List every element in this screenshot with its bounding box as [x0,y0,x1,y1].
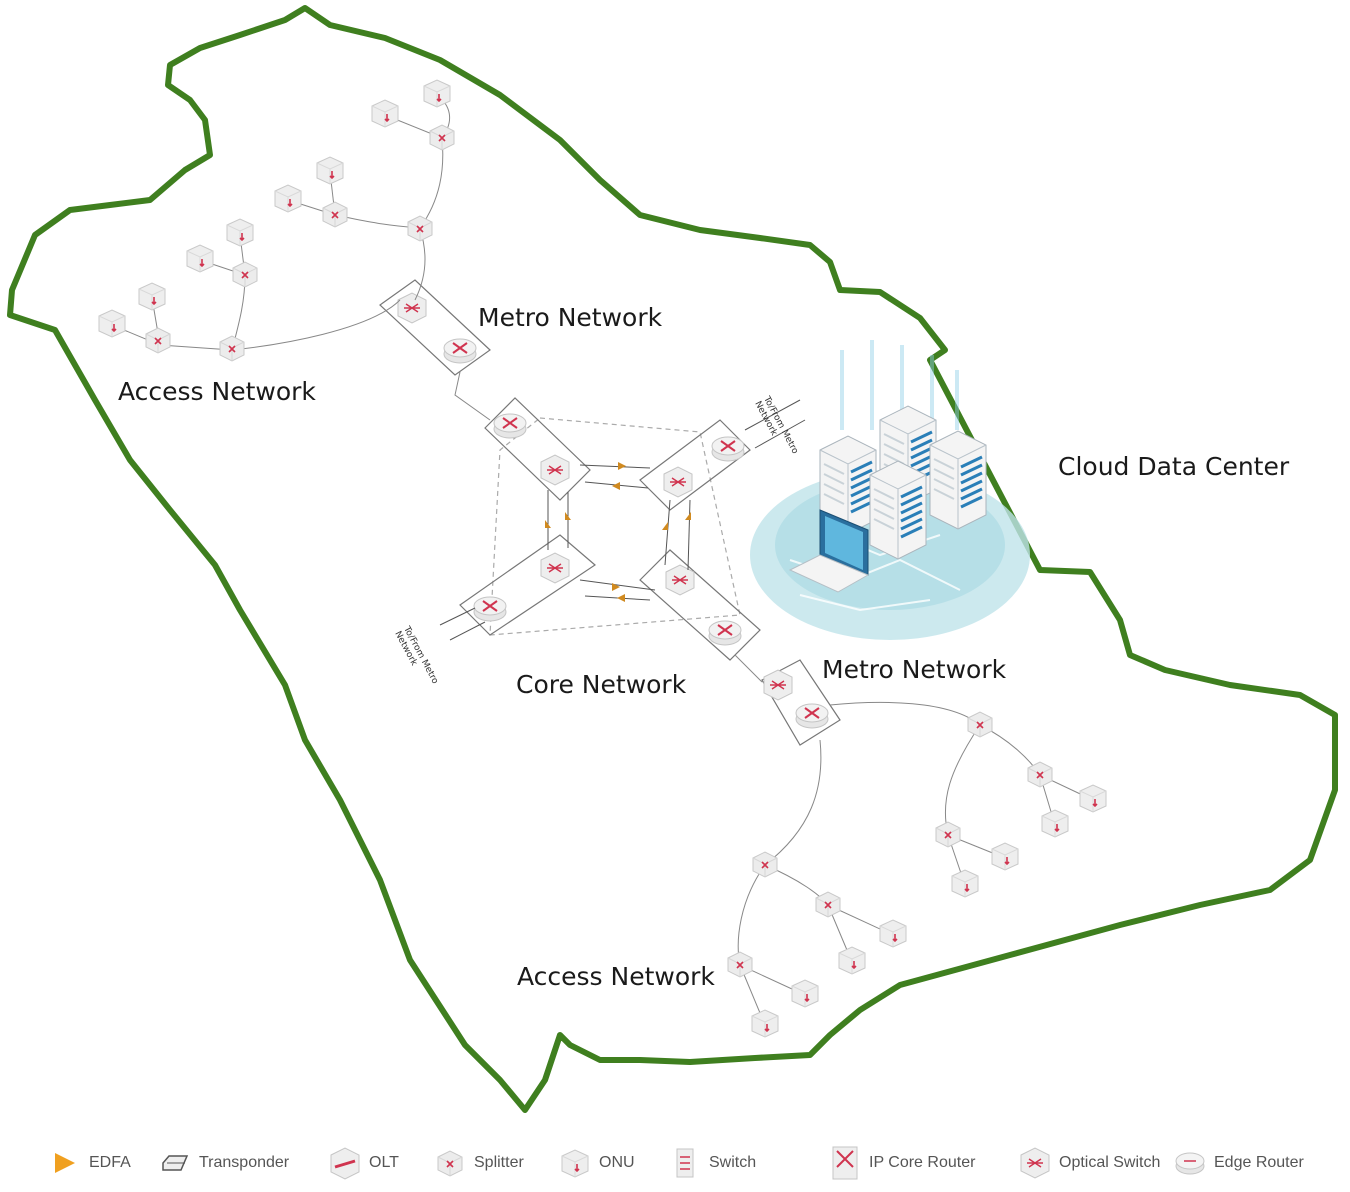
onu-icon [561,1149,589,1178]
legend-label: Splitter [474,1154,524,1171]
legend-item-transponder: Transponder [155,1138,289,1188]
edfa-markers [545,462,691,602]
legend-item-optical-switch: Optical Switch [1015,1138,1160,1188]
legend-label: Switch [709,1154,757,1171]
label-access-network-bottom: Access Network [517,962,715,991]
metro-node-top [379,279,491,421]
edfa-icon [55,1153,75,1173]
switch-icon [676,1148,694,1178]
splitter-icon [437,1150,463,1177]
label-core-network: Core Network [516,670,687,699]
legend-label: OLT [369,1154,399,1171]
legend-label: Edge Router [1214,1154,1304,1171]
core-node-top-left [484,397,591,501]
cloud-data-center-graphic [750,340,1030,640]
diagram-canvas [7,5,1338,1113]
region-border [7,5,1338,1113]
legend-item-edge-router: Edge Router [1170,1138,1304,1188]
legend-label: Transponder [199,1154,290,1171]
core-node-top-right [639,419,751,511]
olt-icon [330,1147,360,1180]
label-metro-network-top: Metro Network [478,303,663,332]
label-metro-network-bottom: Metro Network [822,655,1007,684]
metro-node-bottom [734,654,841,746]
legend-item-olt: OLT [325,1138,399,1188]
legend-item-switch: Switch [665,1138,756,1188]
core-node-bottom-left [459,534,596,636]
legend-item-edfa: EDFA [45,1138,131,1188]
legend-label: Optical Switch [1059,1154,1161,1171]
optical-switch-icon [1020,1147,1050,1179]
legend-item-onu: ONU [555,1138,635,1188]
core-dashed-square [489,417,741,636]
label-access-network-top: Access Network [118,377,316,406]
legend-item-splitter: Splitter [430,1138,524,1188]
label-cloud-data-center: Cloud Data Center [1058,452,1290,481]
legend: EDFA Transponder OLT Splitter ONU Switch… [40,1138,1330,1188]
legend-label: EDFA [89,1154,131,1171]
core-node-bottom-right [639,549,761,661]
access-tree-bottom [737,701,1094,1026]
ip-core-router-icon [832,1146,858,1180]
transponder-icon [162,1155,189,1171]
edge-router-icon [1175,1152,1205,1175]
legend-label: IP Core Router [869,1154,976,1171]
legend-label: ONU [599,1154,635,1171]
laptop-graphic [788,509,870,593]
legend-item-ip-core-router: IP Core Router [825,1138,975,1188]
